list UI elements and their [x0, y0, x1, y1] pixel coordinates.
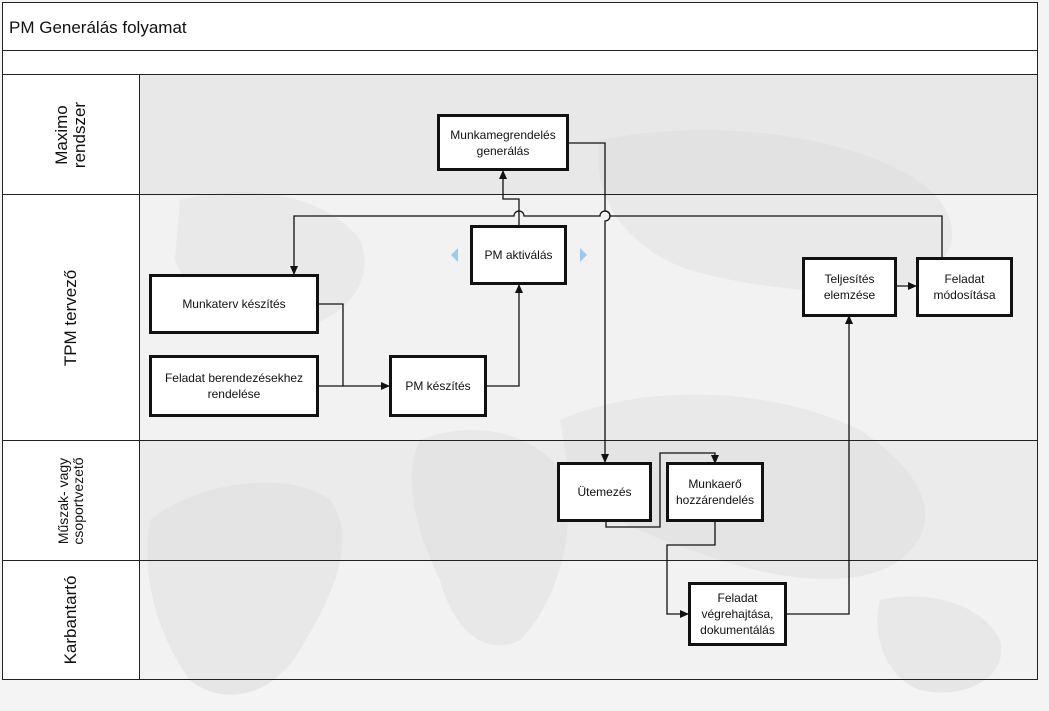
node-munkaterv-keszites[interactable]: Munkaterv készítés	[149, 274, 319, 334]
node-feladat-berendezesekhez[interactable]: Feladat berendezésekhez rendelése	[149, 355, 319, 417]
connector-munkaterv-pm	[318, 303, 344, 386]
node-munkamegrendeles-generalas[interactable]: Munkamegrendelés generálás	[437, 114, 569, 171]
node-feladat-modositasa[interactable]: Feladat módosítása	[916, 257, 1013, 317]
node-utemezes[interactable]: Ütemezés	[557, 462, 652, 522]
node-pm-aktivalas[interactable]: PM aktiválás	[470, 225, 567, 285]
lane-body-karbantarto	[139, 560, 1038, 680]
connector-pm-aktivalas	[486, 284, 523, 387]
connector-munkaero-vegrehajtas	[666, 522, 716, 618]
connector-utemezes-munkaero	[605, 452, 719, 528]
connector-munkamegrendeles-utemezes	[568, 142, 611, 463]
lane-header-tpm: TPM tervező	[2, 194, 140, 441]
lane-header-muszak: Műszak- vagy csoportvezető	[2, 440, 140, 561]
node-pm-keszites[interactable]: PM készítés	[389, 355, 487, 417]
selection-handle-left[interactable]	[451, 248, 458, 262]
connector-vegrehajtas-teljesites	[786, 315, 853, 615]
connector-modositas-munkaterv	[290, 210, 943, 275]
diagram-title: PM Generálás folyamat	[9, 18, 187, 37]
diagram-frame	[2, 2, 1038, 680]
node-munkaero-hozzarendeles[interactable]: Munkaerő hozzárendelés	[666, 462, 764, 522]
connector-aktivalas-munkamegrendeles	[499, 170, 520, 226]
lane-header-karbantarto: Karbantartó	[2, 560, 140, 680]
header-spacer-row	[2, 50, 1038, 75]
node-teljesites-elemzese[interactable]: Teljesítés elemzése	[802, 257, 897, 317]
selection-handle-right[interactable]	[580, 248, 587, 262]
node-feladat-vegrehajtasa[interactable]: Feladat végrehajtása, dokumentálás	[688, 582, 787, 646]
lane-body-maximo	[139, 74, 1038, 195]
